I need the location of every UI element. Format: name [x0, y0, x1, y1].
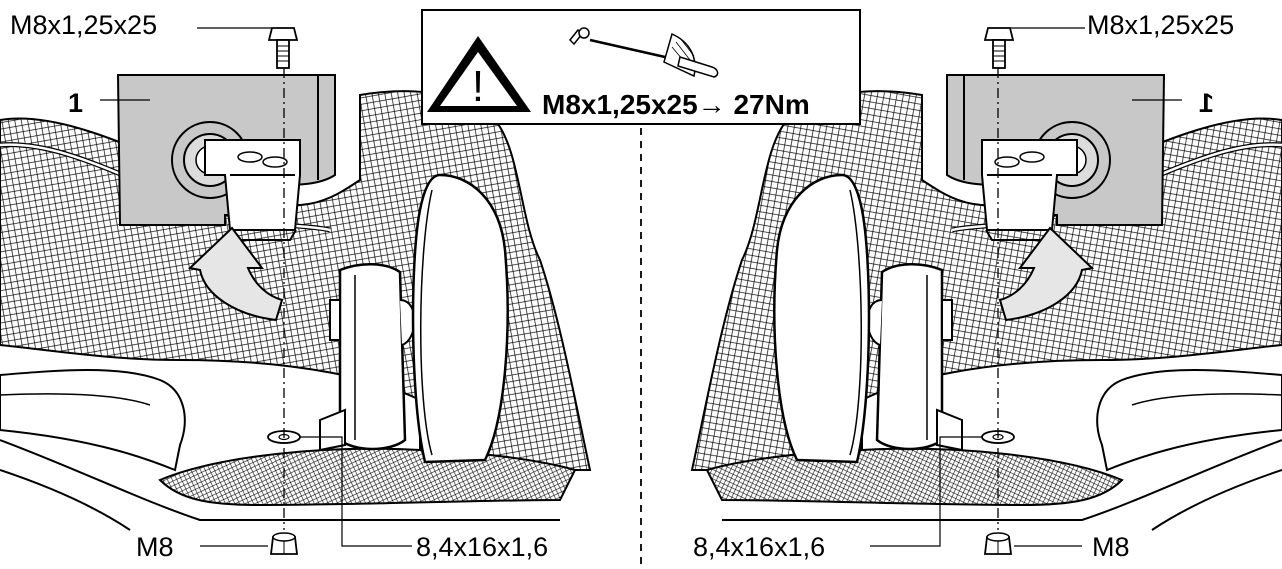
left-lower-plate [158, 447, 577, 507]
right-bolt-icon [983, 27, 1015, 69]
right-frame-tube [1096, 369, 1282, 472]
right-lower-plate [705, 447, 1124, 507]
left-rotate-arrow [187, 226, 284, 322]
torque-wrench-icon [568, 27, 719, 78]
right-disc [773, 173, 871, 464]
right-part-number-label: 1 [1199, 88, 1214, 118]
left-disc [411, 173, 509, 464]
right-nut-icon [983, 532, 1013, 555]
torque-warning-box: ! M8x1,25x25→ 27Nm [421, 9, 861, 125]
left-nut-icon [269, 532, 299, 555]
torque-spec-text: M8x1,25x25→ 27Nm [542, 89, 810, 120]
right-motor-mount [875, 263, 944, 451]
right-assembly-view: 1 [690, 27, 1282, 555]
left-part-number-label: 1 [68, 88, 83, 118]
left-bolt-icon [267, 27, 299, 69]
right-nut-label: M8 [1092, 532, 1130, 562]
right-bolt-label: M8x1,25x25 [1087, 10, 1234, 40]
left-assembly-view: M8x1,25x25 1 M8 8,4x16x1,6 [0, 10, 592, 562]
left-motor-mount [338, 263, 407, 451]
left-bolt-label: M8x1,25x25 [10, 10, 157, 40]
warning-symbol: ! [472, 62, 484, 111]
warning-triangle-icon: ! [427, 36, 531, 112]
right-washer-label: 8,4x16x1,6 [693, 532, 825, 562]
left-washer-label: 8,4x16x1,6 [416, 532, 548, 562]
left-nut-label: M8 [136, 532, 174, 562]
right-rotate-arrow [998, 226, 1095, 322]
left-frame-tube [0, 369, 186, 472]
